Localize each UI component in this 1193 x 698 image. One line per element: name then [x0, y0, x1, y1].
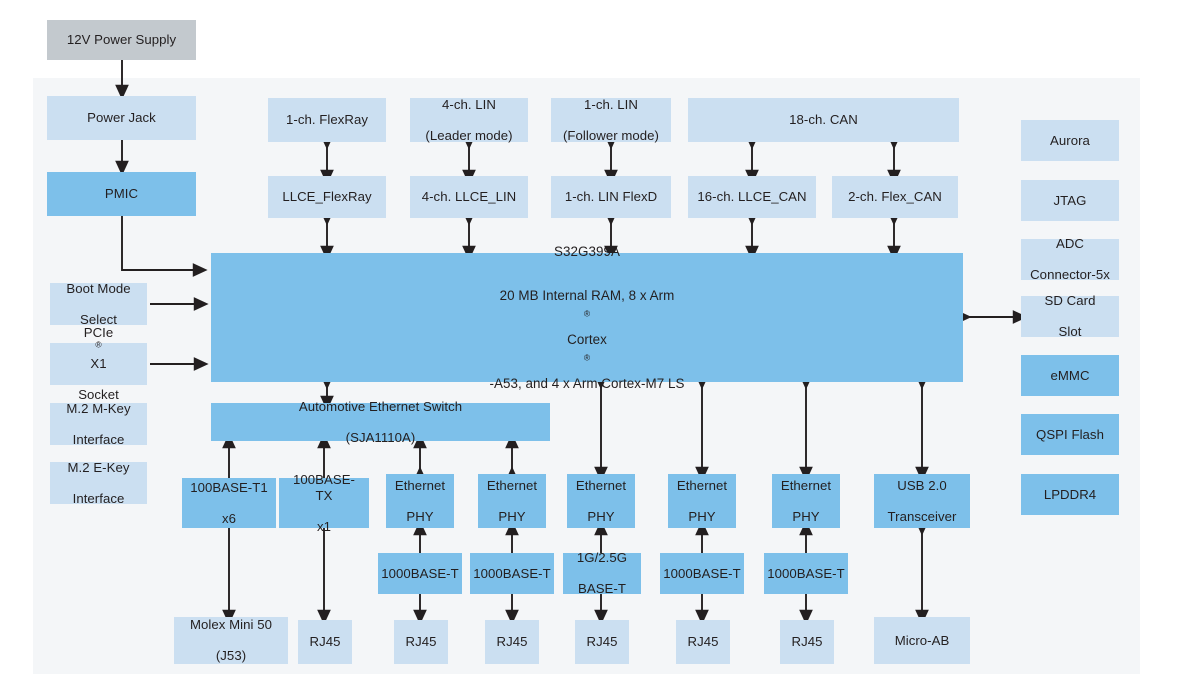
block-m2-e-key-interface[interactable]: M.2 E-Key Interface — [50, 459, 147, 506]
block-label: Ethernet PHY — [486, 477, 538, 524]
block-automotive-ethernet-switch[interactable]: Automotive Ethernet Switch (SJA1110A) — [211, 399, 550, 445]
block-rj45-3[interactable]: RJ45 — [485, 620, 539, 664]
block-label: PMIC — [104, 186, 139, 202]
block-sd-card-slot[interactable]: SD Card Slot — [1021, 293, 1119, 340]
block-18ch-can[interactable]: 18-ch. CAN — [688, 98, 959, 142]
block-rj45-2[interactable]: RJ45 — [394, 620, 448, 664]
block-label: 100BASE-T1 x6 — [190, 479, 268, 526]
block-label: M.2 M-Key Interface — [66, 400, 131, 447]
block-m2-m-key-interface[interactable]: M.2 M-Key Interface — [50, 400, 147, 447]
block-1ch-lin-flexd[interactable]: 1-ch. LIN FlexD — [551, 176, 671, 218]
block-molex-mini-50-j53[interactable]: Molex Mini 50 (J53) — [174, 617, 288, 664]
block-aurora[interactable]: Aurora — [1021, 120, 1119, 161]
block-label: RJ45 — [791, 634, 823, 650]
block-1ch-lin-follower[interactable]: 1-ch. LIN (Follower mode) — [551, 96, 671, 143]
block-boot-mode-select[interactable]: Boot Mode Select — [50, 280, 147, 327]
block-label: Ethernet PHY — [575, 477, 627, 524]
block-label: JTAG — [1053, 192, 1087, 208]
block-label: Molex Mini 50 (J53) — [189, 617, 272, 664]
block-label: 100BASE-TX x1 — [293, 472, 355, 534]
block-pcie-x1-socket[interactable]: PCIe® X1 Socket — [50, 325, 147, 402]
block-12v-power-supply[interactable]: 12V Power Supply — [47, 20, 196, 60]
block-label: 1000BASE-T — [663, 565, 741, 581]
block-label: 4-ch. LLCE_LIN — [421, 189, 517, 205]
block-2ch-flex-can[interactable]: 2-ch. Flex_CAN — [832, 176, 958, 218]
block-label: 1000BASE-T — [381, 565, 459, 581]
block-1ch-flexray[interactable]: 1-ch. FlexRay — [268, 98, 386, 142]
block-1000base-t-1[interactable]: 1000BASE-T — [378, 553, 462, 594]
block-label: 1000BASE-T — [473, 565, 551, 581]
block-emmc[interactable]: eMMC — [1021, 355, 1119, 396]
block-ethernet-phy-4[interactable]: Ethernet PHY — [668, 474, 736, 528]
block-label: Power Jack — [87, 110, 156, 126]
block-label: Automotive Ethernet Switch (SJA1110A) — [298, 398, 463, 445]
block-rj45-6[interactable]: RJ45 — [780, 620, 834, 664]
registered-mark-icon: ® — [583, 308, 591, 319]
block-label: 18-ch. CAN — [789, 112, 858, 128]
block-100base-tx-x1[interactable]: 100BASE-TX x1 — [279, 472, 369, 534]
block-ethernet-phy-2[interactable]: Ethernet PHY — [478, 474, 546, 528]
block-label: QSPI Flash — [1036, 426, 1104, 442]
block-1000base-t-2[interactable]: 1000BASE-T — [470, 553, 554, 594]
block-soc-s32g399a[interactable]: S32G399A 20 MB Internal RAM, 8 x Arm® Co… — [211, 244, 963, 391]
block-label: RJ45 — [496, 634, 528, 650]
block-label: PCIe® X1 Socket — [78, 325, 119, 403]
block-power-jack[interactable]: Power Jack — [47, 96, 196, 140]
block-rj45-5[interactable]: RJ45 — [676, 620, 730, 664]
block-adc-connector-5x[interactable]: ADC Connector-5x — [1021, 236, 1119, 283]
block-label: 2-ch. Flex_CAN — [848, 189, 942, 205]
block-1g-2-5g-base-t[interactable]: 1G/2.5G BASE-T — [563, 550, 641, 597]
block-label: ADC Connector-5x — [1030, 236, 1110, 283]
block-label: 4-ch. LIN (Leader mode) — [425, 96, 513, 143]
block-label: RJ45 — [586, 634, 618, 650]
block-label: eMMC — [1050, 367, 1090, 383]
block-label: USB 2.0 Transceiver — [887, 477, 957, 524]
block-label: 1-ch. FlexRay — [286, 112, 368, 128]
block-100base-t1-x6[interactable]: 100BASE-T1 x6 — [182, 478, 276, 528]
block-label: S32G399A 20 MB Internal RAM, 8 x Arm® Co… — [489, 243, 685, 391]
block-label: Micro-AB — [894, 632, 950, 648]
block-lpddr4[interactable]: LPDDR4 — [1021, 474, 1119, 515]
block-1000base-t-4[interactable]: 1000BASE-T — [764, 553, 848, 594]
block-label: Ethernet PHY — [780, 477, 832, 524]
block-usb-2-0-transceiver[interactable]: USB 2.0 Transceiver — [874, 474, 970, 528]
block-ethernet-phy-5[interactable]: Ethernet PHY — [772, 474, 840, 528]
block-qspi-flash[interactable]: QSPI Flash — [1021, 414, 1119, 455]
block-ethernet-phy-3[interactable]: Ethernet PHY — [567, 474, 635, 528]
block-label: 1000BASE-T — [767, 565, 845, 581]
block-label: Boot Mode Select — [66, 280, 131, 327]
block-rj45-4[interactable]: RJ45 — [575, 620, 629, 664]
block-label: 12V Power Supply — [66, 32, 177, 48]
block-4ch-lin-leader[interactable]: 4-ch. LIN (Leader mode) — [410, 96, 528, 143]
registered-mark-icon: ® — [583, 352, 591, 363]
block-label: RJ45 — [405, 634, 437, 650]
block-label: Aurora — [1050, 132, 1090, 148]
block-llce-flexray[interactable]: LLCE_FlexRay — [268, 176, 386, 218]
block-label: Ethernet PHY — [676, 477, 728, 524]
block-label: RJ45 — [309, 634, 341, 650]
block-1000base-t-3[interactable]: 1000BASE-T — [660, 553, 744, 594]
block-pmic[interactable]: PMIC — [47, 172, 196, 216]
block-jtag[interactable]: JTAG — [1021, 180, 1119, 221]
block-label: 1-ch. LIN FlexD — [564, 189, 658, 205]
block-label: 1G/2.5G BASE-T — [576, 550, 628, 597]
block-label: SD Card Slot — [1044, 293, 1096, 340]
block-label: Ethernet PHY — [394, 477, 446, 524]
block-label: LPDDR4 — [1043, 486, 1097, 502]
block-label: 1-ch. LIN (Follower mode) — [562, 96, 660, 143]
block-label: LLCE_FlexRay — [282, 189, 372, 205]
block-ethernet-phy-1[interactable]: Ethernet PHY — [386, 474, 454, 528]
block-label: RJ45 — [687, 634, 719, 650]
block-label: 16-ch. LLCE_CAN — [697, 189, 807, 205]
block-16ch-llce-can[interactable]: 16-ch. LLCE_CAN — [688, 176, 816, 218]
block-4ch-llce-lin[interactable]: 4-ch. LLCE_LIN — [410, 176, 528, 218]
block-micro-ab[interactable]: Micro-AB — [874, 617, 970, 664]
block-label: M.2 E-Key Interface — [67, 459, 130, 506]
block-rj45-1[interactable]: RJ45 — [298, 620, 352, 664]
registered-mark-icon: ® — [95, 339, 102, 350]
